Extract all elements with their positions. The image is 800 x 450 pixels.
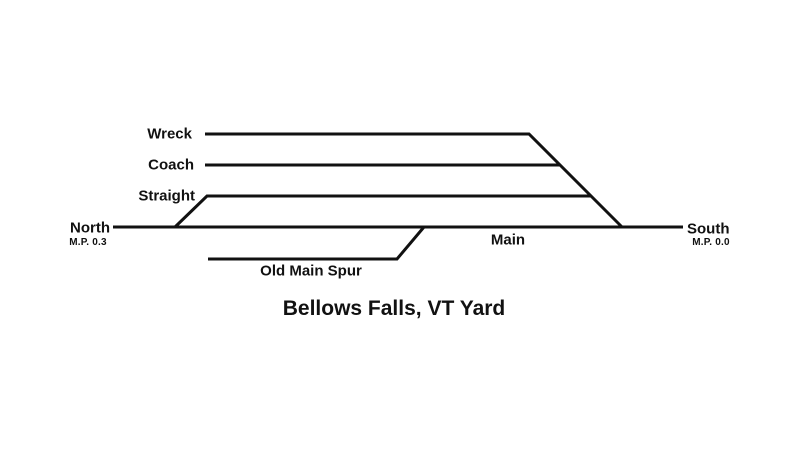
diagram-title: Bellows Falls, VT Yard [282,297,506,320]
track-label-main: Main [490,231,526,249]
track-line-old-main-spur [208,226,426,261]
track-line-wreck [205,132,624,229]
track-label-coach: Coach [148,156,194,174]
track-label-straight: Straight [138,187,195,205]
track-label-wreck: Wreck [147,125,192,143]
endpoint-label-south: South [687,220,730,238]
milepost-south: M.P. 0.0 [692,237,730,248]
track-line-straight [173,194,591,229]
track-label-old-main-spur: Old Main Spur [260,262,362,280]
endpoint-label-north: North [70,219,110,237]
milepost-north: M.P. 0.3 [69,237,107,248]
